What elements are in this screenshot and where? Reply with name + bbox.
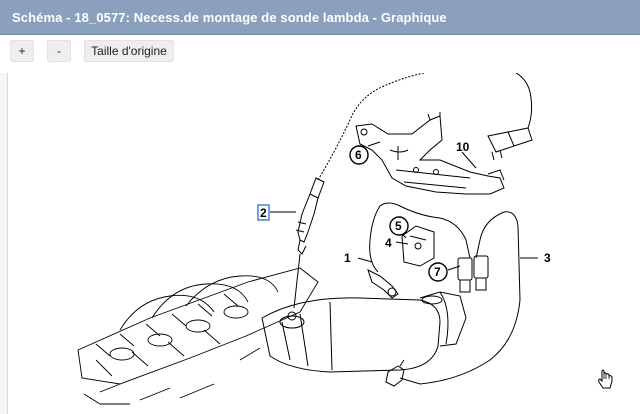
callout-10[interactable]: 10: [456, 140, 470, 154]
diagram-canvas[interactable]: [0, 73, 640, 414]
svg-text:2: 2: [260, 206, 267, 220]
callout-5-circle: [389, 216, 409, 236]
svg-text:1: 1: [344, 251, 351, 265]
svg-text:10: 10: [456, 140, 470, 154]
sensor-2-cable: [317, 73, 426, 181]
toolbar: + - Taille d'origine: [0, 35, 640, 73]
callout-6-circle: [349, 145, 369, 165]
bracket-holder: [355, 112, 505, 195]
lambda-connector: [487, 73, 533, 161]
hand-cursor-icon: [598, 369, 613, 389]
parts-diagram: 1 2 3 4 5 6 7 10: [77, 73, 613, 405]
callout-leaders: [270, 141, 538, 271]
window-title: Schéma - 18_0577: Necess.de montage de s…: [12, 9, 447, 25]
callout-7-circle: [428, 262, 448, 282]
svg-text:7: 7: [434, 265, 441, 279]
callout-2[interactable]: 2: [257, 204, 270, 221]
lambda-sensor-2: [287, 177, 325, 321]
left-scroll-edge: [0, 73, 8, 414]
svg-text:3: 3: [544, 251, 551, 265]
window-titlebar: Schéma - 18_0577: Necess.de montage de s…: [0, 0, 640, 35]
lambda-sensor-1: [367, 202, 473, 299]
svg-text:5: 5: [395, 219, 402, 233]
zoom-in-button[interactable]: +: [10, 40, 34, 62]
callout-7[interactable]: 7: [428, 262, 448, 282]
callout-5[interactable]: 5: [389, 216, 409, 236]
exhaust-manifold: [77, 267, 319, 405]
catalytic-converter: [261, 291, 467, 373]
svg-text:6: 6: [355, 148, 362, 162]
zoom-out-button[interactable]: -: [47, 40, 71, 62]
cable-clip: [401, 225, 435, 267]
callout-3[interactable]: 3: [544, 251, 551, 265]
callout-4[interactable]: 4: [385, 236, 392, 250]
callout-1[interactable]: 1: [344, 251, 351, 265]
svg-text:4: 4: [385, 236, 392, 250]
original-size-button[interactable]: Taille d'origine: [84, 40, 174, 62]
lambda-sensor-3: [385, 211, 521, 387]
callout-6[interactable]: 6: [349, 145, 369, 165]
callout-2-highlight: [257, 204, 270, 221]
